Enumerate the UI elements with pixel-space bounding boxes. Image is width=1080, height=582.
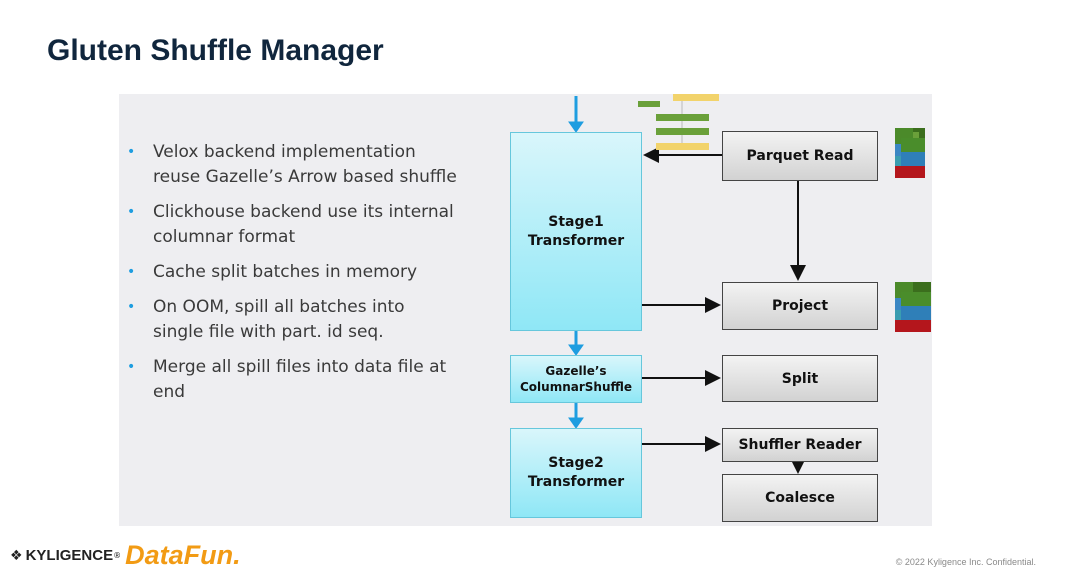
bullet-dot-icon: • — [127, 299, 136, 315]
parquet-read-box: Parquet Read — [722, 131, 878, 181]
page-title: Gluten Shuffle Manager — [47, 34, 384, 67]
columnar-batch-icon-1 — [895, 128, 925, 178]
project-box: Project — [722, 282, 878, 330]
bullet-item: •Clickhouse backend use its internal col… — [127, 202, 454, 247]
stage2-label: Stage2 Transformer — [527, 455, 625, 490]
bullet-dot-icon: • — [127, 359, 136, 375]
shuffler-reader-box: Shuffler Reader — [722, 428, 878, 462]
bullet-dot-icon: • — [127, 144, 136, 160]
mini-flow-thumbnail — [638, 94, 719, 150]
bullet-item: •Merge all spill files into data file at… — [127, 357, 447, 402]
coalesce-box: Coalesce — [722, 474, 878, 522]
bullet-dot-icon: • — [127, 204, 136, 220]
bullet-dot-icon: • — [127, 264, 136, 280]
columnar-shuffle-box: Gazelle’s ColumnarShuffle — [510, 355, 642, 403]
columnar-shuffle-label: Gazelle’s ColumnarShuffle — [519, 364, 633, 394]
registered-mark: ® — [113, 551, 122, 560]
stage2-transformer-box: Stage2 Transformer — [510, 428, 642, 518]
kyligence-logo: KYLIGENCE — [25, 547, 114, 564]
bullet-item: •Velox backend implementation reuse Gaze… — [127, 142, 457, 187]
copyright-text: © 2022 Kyligence Inc. Confidential. — [895, 557, 1036, 567]
datafun-logo: DataFun. — [125, 540, 241, 570]
columnar-batch-icon-2 — [895, 282, 931, 332]
stage1-label: Stage1 Transformer — [527, 213, 625, 249]
bullet-list: •Velox backend implementation reuse Gaze… — [127, 140, 457, 415]
split-box: Split — [722, 355, 878, 402]
kyligence-logo-icon: ❖ — [10, 547, 23, 564]
stage1-transformer-box: Stage1 Transformer — [510, 132, 642, 331]
bullet-item: •Cache split batches in memory — [127, 260, 457, 285]
bullet-item: •On OOM, spill all batches into single f… — [127, 297, 405, 342]
footer-logos: ❖ KYLIGENCE ® DataFun. — [10, 540, 241, 571]
blue-flow-arrows — [568, 96, 584, 429]
